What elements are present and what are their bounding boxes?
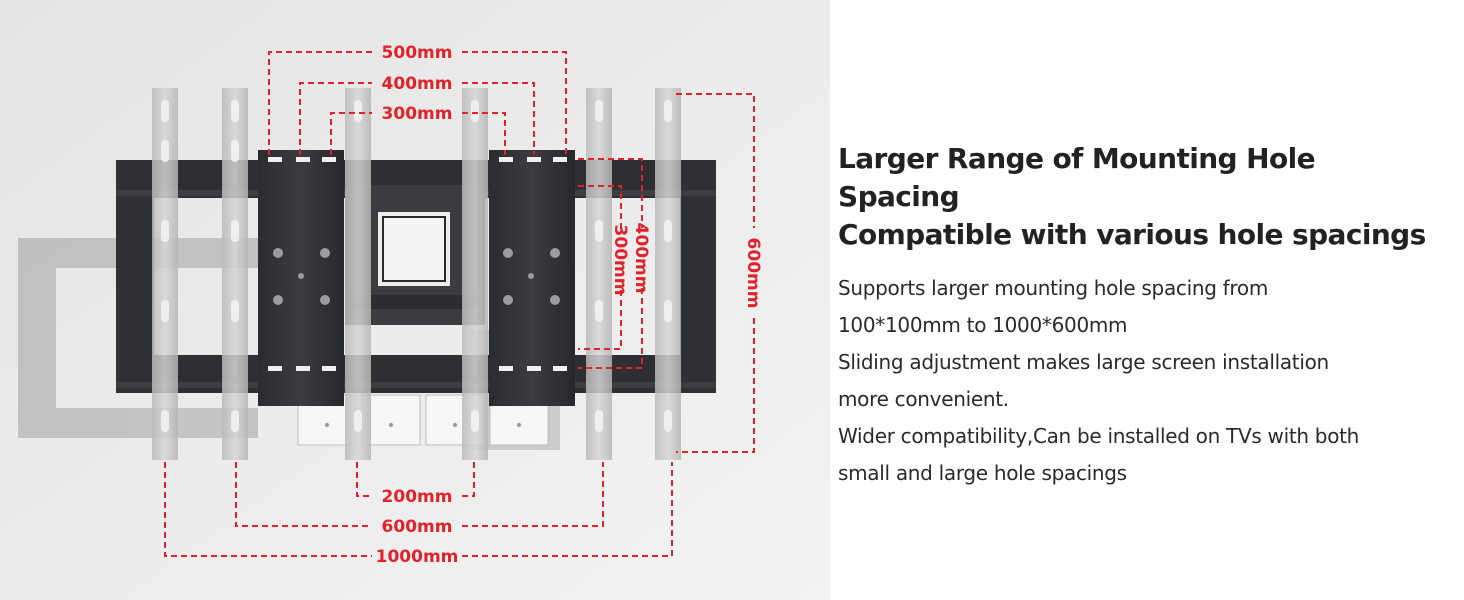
dim-label-top-500: 500mm: [382, 43, 453, 63]
rail-5: [586, 88, 612, 460]
feature-title-line-1: Larger Range of Mounting Hole Spacing: [838, 142, 1316, 213]
mount-diagram: 500mm 400mm 300mm 200mm 600mm 1000mm 400…: [0, 0, 830, 600]
dim-label-top-300: 300mm: [382, 104, 453, 124]
feature-title: Larger Range of Mounting Hole Spacing Co…: [838, 140, 1438, 254]
description-line: Supports larger mounting hole spacing fr…: [838, 276, 1269, 300]
feature-title-line-2: Compatible with various hole spacings: [838, 218, 1426, 251]
description-line: Wider compatibility,Can be installed on …: [838, 424, 1360, 448]
dim-label-right-300: 300mm: [610, 225, 630, 296]
dim-label-right-400: 400mm: [631, 223, 651, 294]
rail-4: [462, 88, 488, 460]
right-adapter-plate: [489, 150, 575, 406]
rail-3: [345, 88, 371, 460]
dim-label-top-400: 400mm: [382, 74, 453, 94]
description-line: more convenient.: [838, 387, 1009, 411]
vertical-rails: [152, 88, 681, 460]
feature-text-panel: Larger Range of Mounting Hole Spacing Co…: [838, 140, 1438, 492]
dimension-labels: 500mm 400mm 300mm 200mm 600mm 1000mm 400…: [376, 43, 763, 567]
description-line: 100*100mm to 1000*600mm: [838, 313, 1128, 337]
mount-diagram-svg: 500mm 400mm 300mm 200mm 600mm 1000mm 400…: [0, 0, 830, 600]
feature-description: Supports larger mounting hole spacing fr…: [838, 270, 1438, 492]
dim-label-bottom-200: 200mm: [382, 487, 453, 507]
left-adapter-plate: [258, 150, 344, 406]
description-line: Sliding adjustment makes large screen in…: [838, 350, 1329, 374]
description-line: small and large hole spacings: [838, 461, 1127, 485]
dimension-lines: [164, 51, 755, 557]
horizontal-frame: [116, 160, 716, 393]
dim-label-bottom-1000: 1000mm: [376, 547, 459, 567]
dim-label-right-600: 600mm: [743, 238, 763, 309]
rail-6: [655, 88, 681, 460]
dim-label-bottom-600: 600mm: [382, 517, 453, 537]
